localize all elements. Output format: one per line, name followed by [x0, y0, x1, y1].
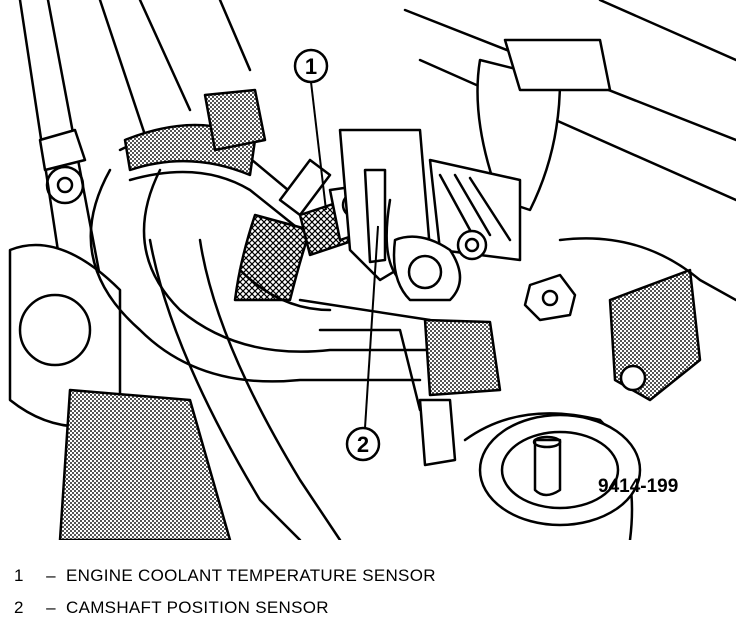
callout-1: 1 — [293, 48, 329, 211]
svg-text:2: 2 — [357, 432, 369, 457]
callout-2: 2 — [345, 225, 381, 462]
legend-dash: – — [46, 598, 56, 617]
legend-label: CAMSHAFT POSITION SENSOR — [66, 598, 329, 617]
figure-id-label: 9414-199 — [598, 476, 678, 497]
legend-dash: – — [46, 566, 56, 585]
svg-text:1: 1 — [305, 54, 317, 79]
engine-sensor-illustration: 1 2 9414-199 — [8, 0, 736, 540]
legend: 1 – ENGINE COOLANT TEMPERATURE SENSOR 2 … — [14, 566, 714, 630]
legend-number: 1 — [14, 566, 24, 585]
legend-item: 2 – CAMSHAFT POSITION SENSOR — [14, 598, 714, 630]
legend-label: ENGINE COOLANT TEMPERATURE SENSOR — [66, 566, 436, 585]
legend-item: 1 – ENGINE COOLANT TEMPERATURE SENSOR — [14, 566, 714, 598]
legend-number: 2 — [14, 598, 24, 617]
